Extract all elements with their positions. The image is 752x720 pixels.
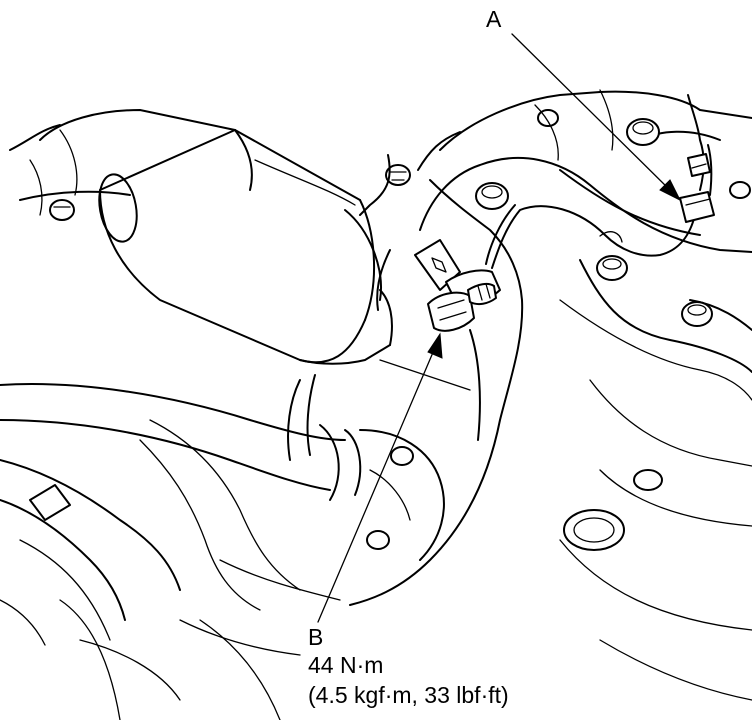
torque-spec-alt: (4.5 kgf·m, 33 lbf·ft): [308, 682, 509, 708]
leader-arrow-a: [511, 33, 682, 202]
bracket-plate: [349, 179, 524, 606]
bolt-right-lower: [681, 301, 713, 327]
callout-label-a: A: [486, 6, 502, 32]
connector-a: [679, 153, 715, 223]
bolt-top-center: [385, 164, 411, 186]
bolt-upper-right: [626, 118, 660, 146]
torque-spec-nm: 44 N·m: [308, 652, 384, 678]
lower-pipes: [0, 374, 362, 720]
oxygen-sensor-b: [414, 239, 501, 332]
mounting-bolts: [49, 118, 713, 550]
catalytic-converter: [9, 109, 393, 365]
bolt-lower-center: [390, 446, 414, 466]
callout-label-b: B: [308, 624, 324, 650]
sensor-wire: [359, 94, 713, 269]
bolt-right-mid: [596, 255, 628, 281]
lower-housing: [29, 429, 445, 701]
leader-arrow-b: [317, 332, 443, 623]
bolt-bracket-center: [475, 182, 509, 210]
bolt-cat-left: [49, 199, 75, 221]
bolt-lower-mid: [366, 530, 390, 550]
